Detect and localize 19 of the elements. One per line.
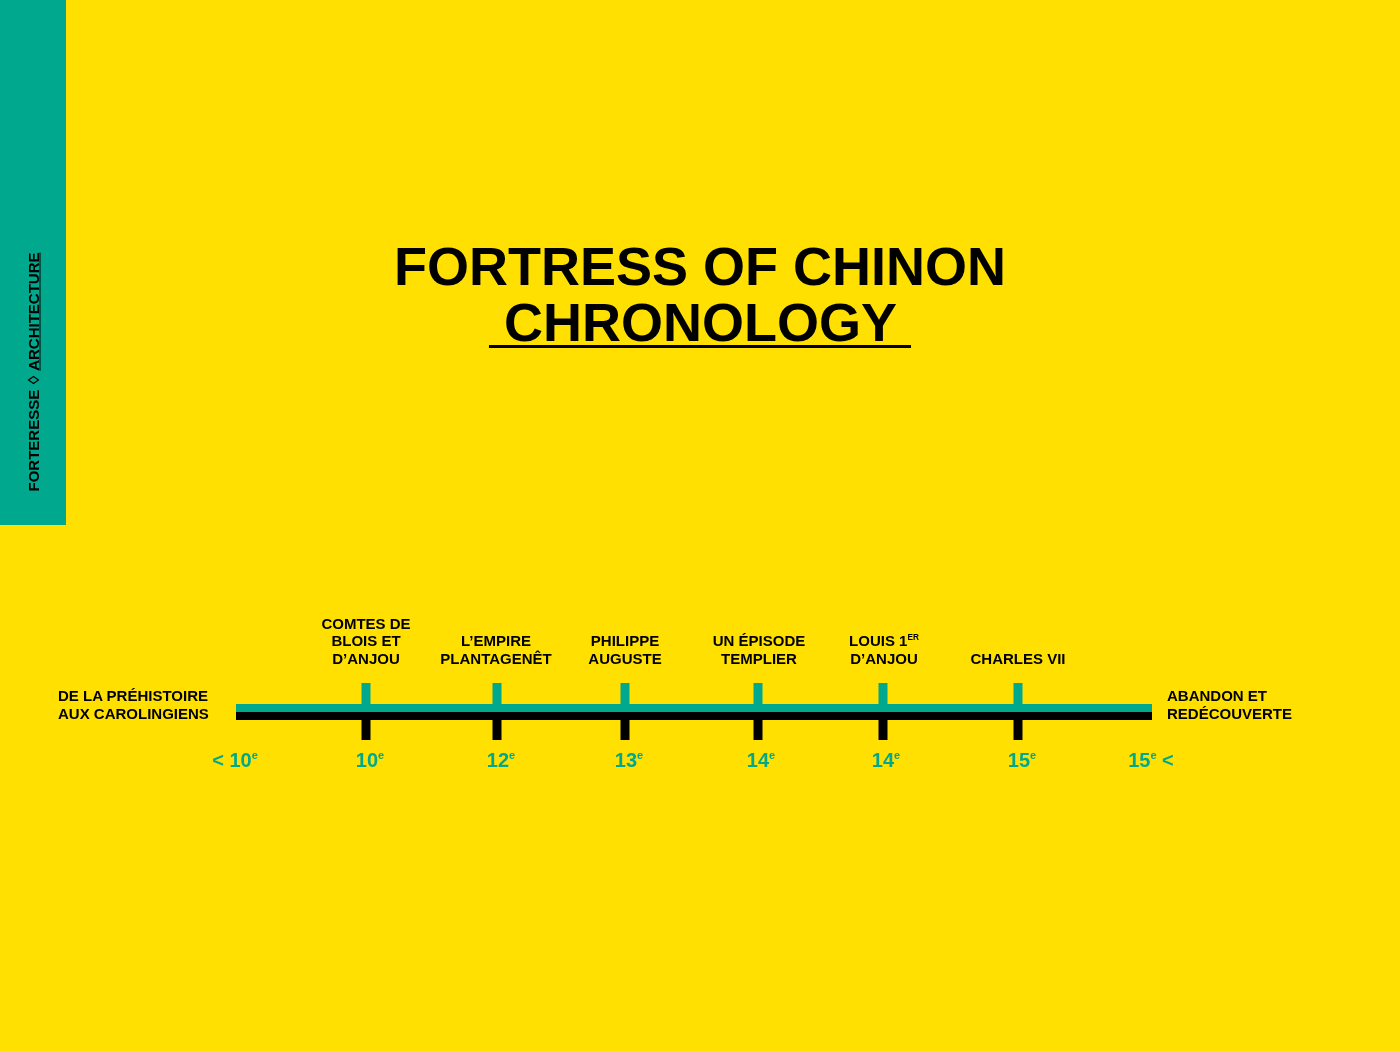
period-label: L’EMPIRE PLANTAGENÊT [439,632,553,667]
century-label: 14$^{e}$ [746,749,776,772]
century-label: 13$^{e}$ [614,749,644,772]
title: FORTRESS OF CHINON CHRONOLOGY [393,238,1007,350]
period-label: PHILIPPE AUGUSTE [587,632,663,667]
section-label: ARCHITECTURE [24,252,42,371]
century-label: < 10$^{e}$ [212,749,258,772]
period-label: COMTES DE BLOIS ET D’ANJOU [321,614,411,667]
century-label: 10$^{e}$ [355,749,385,772]
period-label: ABANDON ET REDÉCOUVERTE [1167,687,1294,722]
century-label: 12$^{e}$ [486,749,516,772]
century-label: 15$^{e}$ < [1128,749,1174,772]
period-label: LOUIS 1$^{ER}$ D’ANJOU [848,632,920,667]
period-label: DE LA PRÉHISTOIRE AUX CAROLINGIENS [58,687,210,722]
section-label: FORTERESSE [24,389,42,492]
period-label: CHARLES VII [969,649,1067,667]
period-label: UN ÉPISODE TEMPLIER [711,632,807,667]
century-label: 15$^{e}$ [1007,749,1037,772]
century-label: 14$^{e}$ [871,749,901,772]
